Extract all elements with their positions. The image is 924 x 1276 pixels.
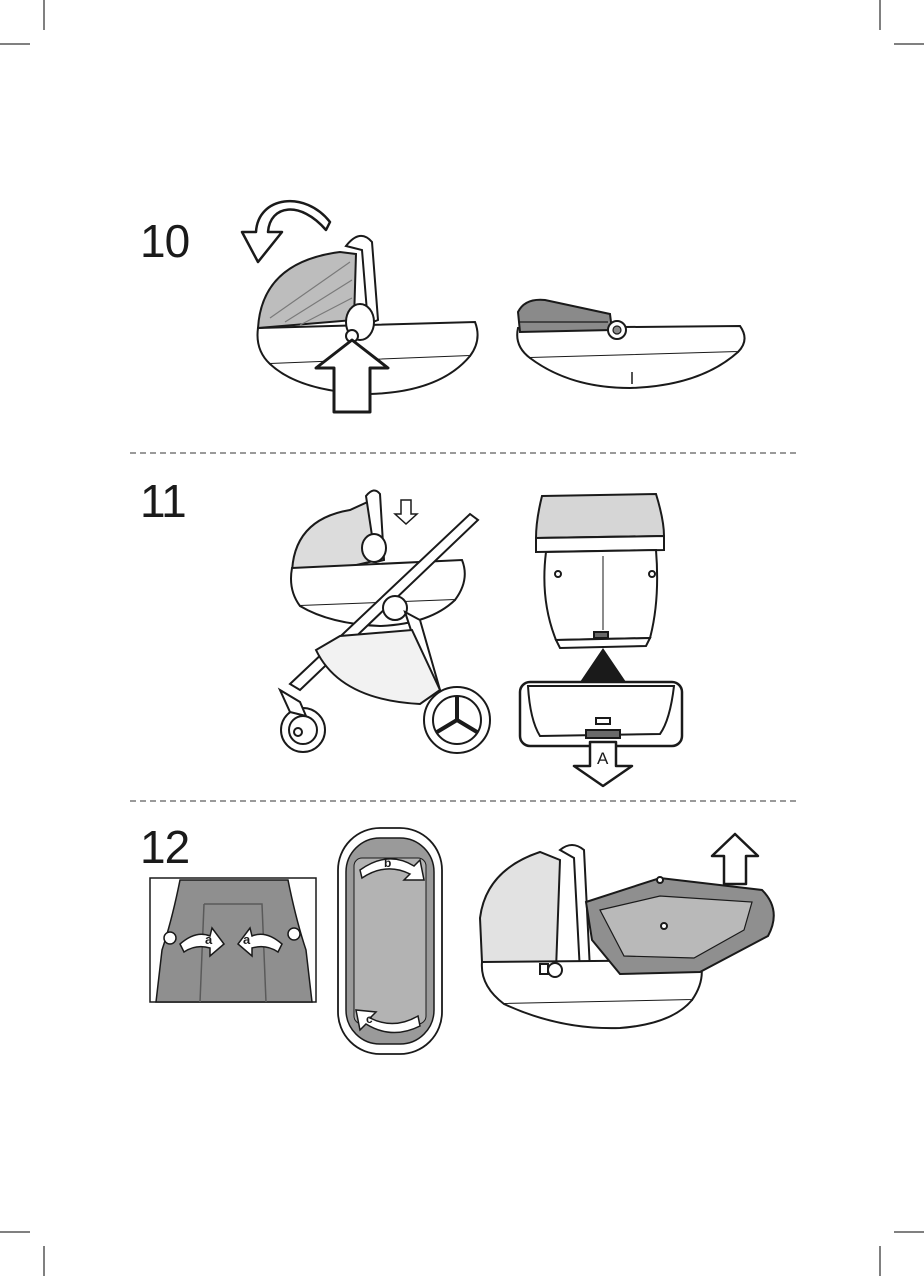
clip-label-a-left: a <box>205 932 212 947</box>
clip-label-b: b <box>384 856 391 870</box>
clip-label-c: c <box>366 1012 373 1026</box>
lift-up-arrow-icon <box>712 834 758 884</box>
clip-label-a-right: a <box>243 932 250 947</box>
